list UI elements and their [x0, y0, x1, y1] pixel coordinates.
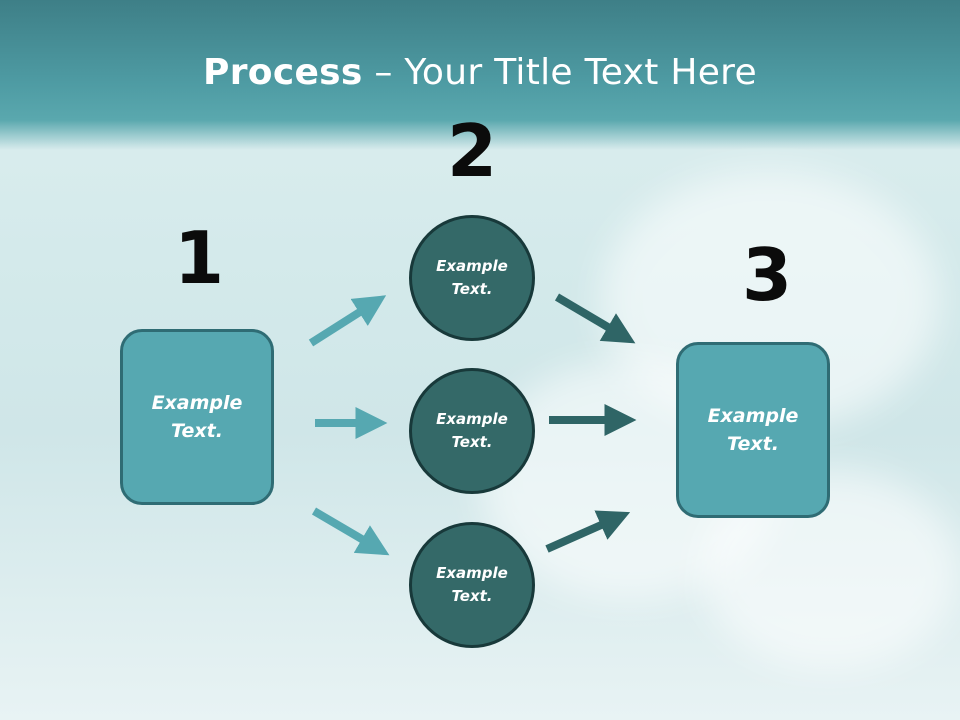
arrow-top-to-end	[554, 293, 636, 344]
circle-bottom[interactable]: Example Text.	[409, 522, 535, 648]
title-rest: – Your Title Text Here	[362, 52, 757, 93]
start-box-text: Example Text.	[151, 391, 243, 443]
arrow-start-to-bottom	[311, 507, 390, 556]
circle-middle[interactable]: Example Text.	[409, 368, 535, 494]
circle-top-text: Example Text.	[436, 256, 508, 298]
start-box[interactable]: Example Text.	[120, 329, 274, 505]
circle-top[interactable]: Example Text.	[409, 215, 535, 341]
end-box-text: Example Text.	[707, 404, 799, 456]
slide-title: Process – Your Title Text Here	[0, 52, 960, 93]
end-box[interactable]: Example Text.	[676, 342, 830, 518]
step-number-3: 3	[741, 233, 793, 317]
header-band	[0, 0, 960, 150]
circle-bottom-text: Example Text.	[436, 563, 508, 605]
circle-middle-text: Example Text.	[436, 409, 508, 451]
title-bold: Process	[203, 52, 363, 93]
step-number-2: 2	[446, 109, 498, 193]
arrow-bottom-to-end	[545, 510, 631, 553]
step-number-1: 1	[173, 216, 225, 300]
arrow-start-to-top	[308, 295, 387, 347]
